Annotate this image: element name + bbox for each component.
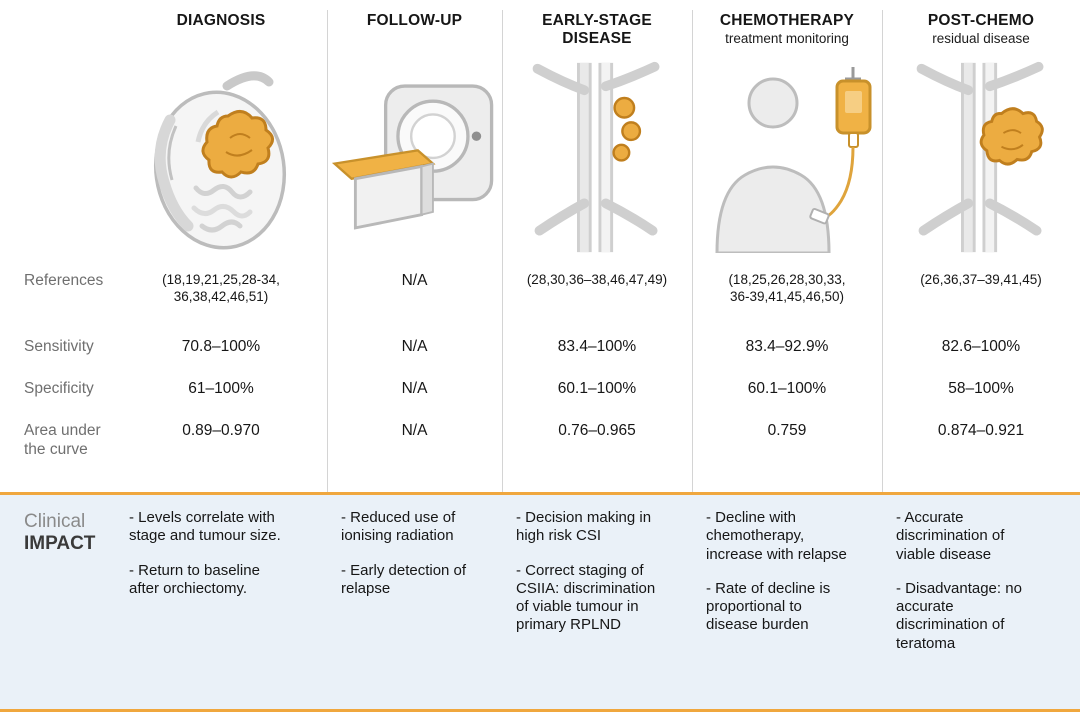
impact-cell-diagnosis: - Levels correlate with stage and tumour… — [115, 495, 327, 669]
column-divider — [882, 10, 883, 492]
mri-scanner-icon — [327, 54, 502, 260]
impact-cell-early-stage: - Decision making in high risk CSI - Cor… — [502, 495, 692, 669]
impact-point: - Disadvantage: no accurate discriminati… — [896, 579, 1022, 652]
clinical-word: Clinical — [24, 511, 86, 532]
comparison-table: References Sensitivity Specificity Area … — [0, 0, 1080, 492]
auc-value: 0.874–0.921 — [937, 422, 1025, 439]
auc-value: N/A — [401, 422, 428, 439]
impact-cell-chemotherapy: - Decline with chemotherapy, increase wi… — [692, 495, 882, 669]
column-title: EARLY-STAGE DISEASE — [542, 12, 652, 47]
references-value: (28,30,36–38,46,47,49) — [526, 272, 668, 287]
testis-tumour-icon — [115, 54, 327, 260]
column-subtitle: residual disease — [932, 30, 1030, 46]
specificity-value: 60.1–100% — [747, 379, 827, 397]
column-divider — [327, 10, 328, 492]
specificity-value: 61–100% — [188, 379, 254, 397]
row-label-references: References — [24, 272, 104, 289]
column-post-chemo: POST-CHEMO residual disease (26,36,37 — [882, 0, 1080, 492]
column-divider — [502, 10, 503, 492]
column-title: FOLLOW-UP — [366, 12, 463, 29]
impact-cell-follow-up: - Reduced use of ionising radiation - Ea… — [327, 495, 502, 669]
row-label-specificity: Specificity — [24, 379, 94, 397]
column-title: CHEMOTHERAPY — [719, 12, 855, 29]
auc-value: 0.76–0.965 — [558, 422, 636, 439]
column-diagnosis: DIAGNOSIS (18,19,21,25,28-34, 36,38,42,4… — [115, 0, 327, 492]
impact-word: IMPACT — [24, 532, 96, 554]
sensitivity-value: N/A — [401, 337, 428, 355]
impact-point: - Accurate discrimination of viable dise… — [896, 509, 1005, 563]
sensitivity-value: 83.4–100% — [557, 337, 637, 355]
impact-cell-post-chemo: - Accurate discrimination of viable dise… — [882, 495, 1080, 669]
lymph-nodes-icon — [502, 54, 692, 260]
sensitivity-value: 82.6–100% — [941, 337, 1021, 355]
clinical-impact-band: Clinical IMPACT - Levels correlate with … — [0, 492, 1080, 712]
impact-point: - Correct staging of CSIIA: discriminati… — [516, 561, 656, 634]
impact-point: - Early detection of relapse — [341, 561, 467, 597]
references-value: N/A — [401, 272, 428, 289]
row-label-clinical-impact: Clinical IMPACT — [0, 495, 115, 669]
sensitivity-value: 83.4–92.9% — [745, 337, 829, 355]
references-value: (18,19,21,25,28-34, 36,38,42,46,51) — [162, 272, 280, 304]
row-label-sensitivity: Sensitivity — [24, 337, 94, 355]
row-label-column: References Sensitivity Specificity Area … — [0, 0, 115, 492]
impact-point: - Levels correlate with stage and tumour… — [129, 509, 281, 545]
auc-value: 0.759 — [767, 422, 807, 439]
impact-point: - Decision making in high risk CSI — [516, 509, 652, 545]
column-title: DIAGNOSIS — [176, 12, 266, 29]
column-subtitle: treatment monitoring — [725, 30, 849, 46]
specificity-value: 60.1–100% — [557, 379, 637, 397]
row-label-auc: Area under the curve — [24, 422, 101, 458]
auc-value: 0.89–0.970 — [182, 422, 260, 439]
specificity-value: 58–100% — [948, 379, 1014, 397]
specificity-value: N/A — [401, 379, 428, 397]
column-title: POST-CHEMO — [927, 12, 1035, 29]
column-divider — [692, 10, 693, 492]
impact-point: - Decline with chemotherapy, increase wi… — [706, 509, 847, 563]
references-value: (26,36,37–39,41,45) — [920, 272, 1042, 287]
chemo-infusion-icon — [692, 54, 882, 260]
residual-mass-icon — [882, 54, 1080, 260]
impact-point: - Rate of decline is proportional to dis… — [706, 579, 831, 634]
column-follow-up: FOLLOW-UP N/A N/A N/A N/A — [327, 0, 502, 492]
impact-point: - Reduced use of ionising radiation — [341, 509, 456, 545]
references-value: (18,25,26,28,30,33, 36-39,41,45,46,50) — [728, 272, 846, 304]
impact-point: - Return to baseline after orchiectomy. — [129, 561, 260, 597]
sensitivity-value: 70.8–100% — [181, 337, 261, 355]
column-chemotherapy: CHEMOTHERAPY treatment monitoring (18,25… — [692, 0, 882, 492]
column-early-stage: EARLY-STAGE DISEASE (28,30,36–38,4 — [502, 0, 692, 492]
